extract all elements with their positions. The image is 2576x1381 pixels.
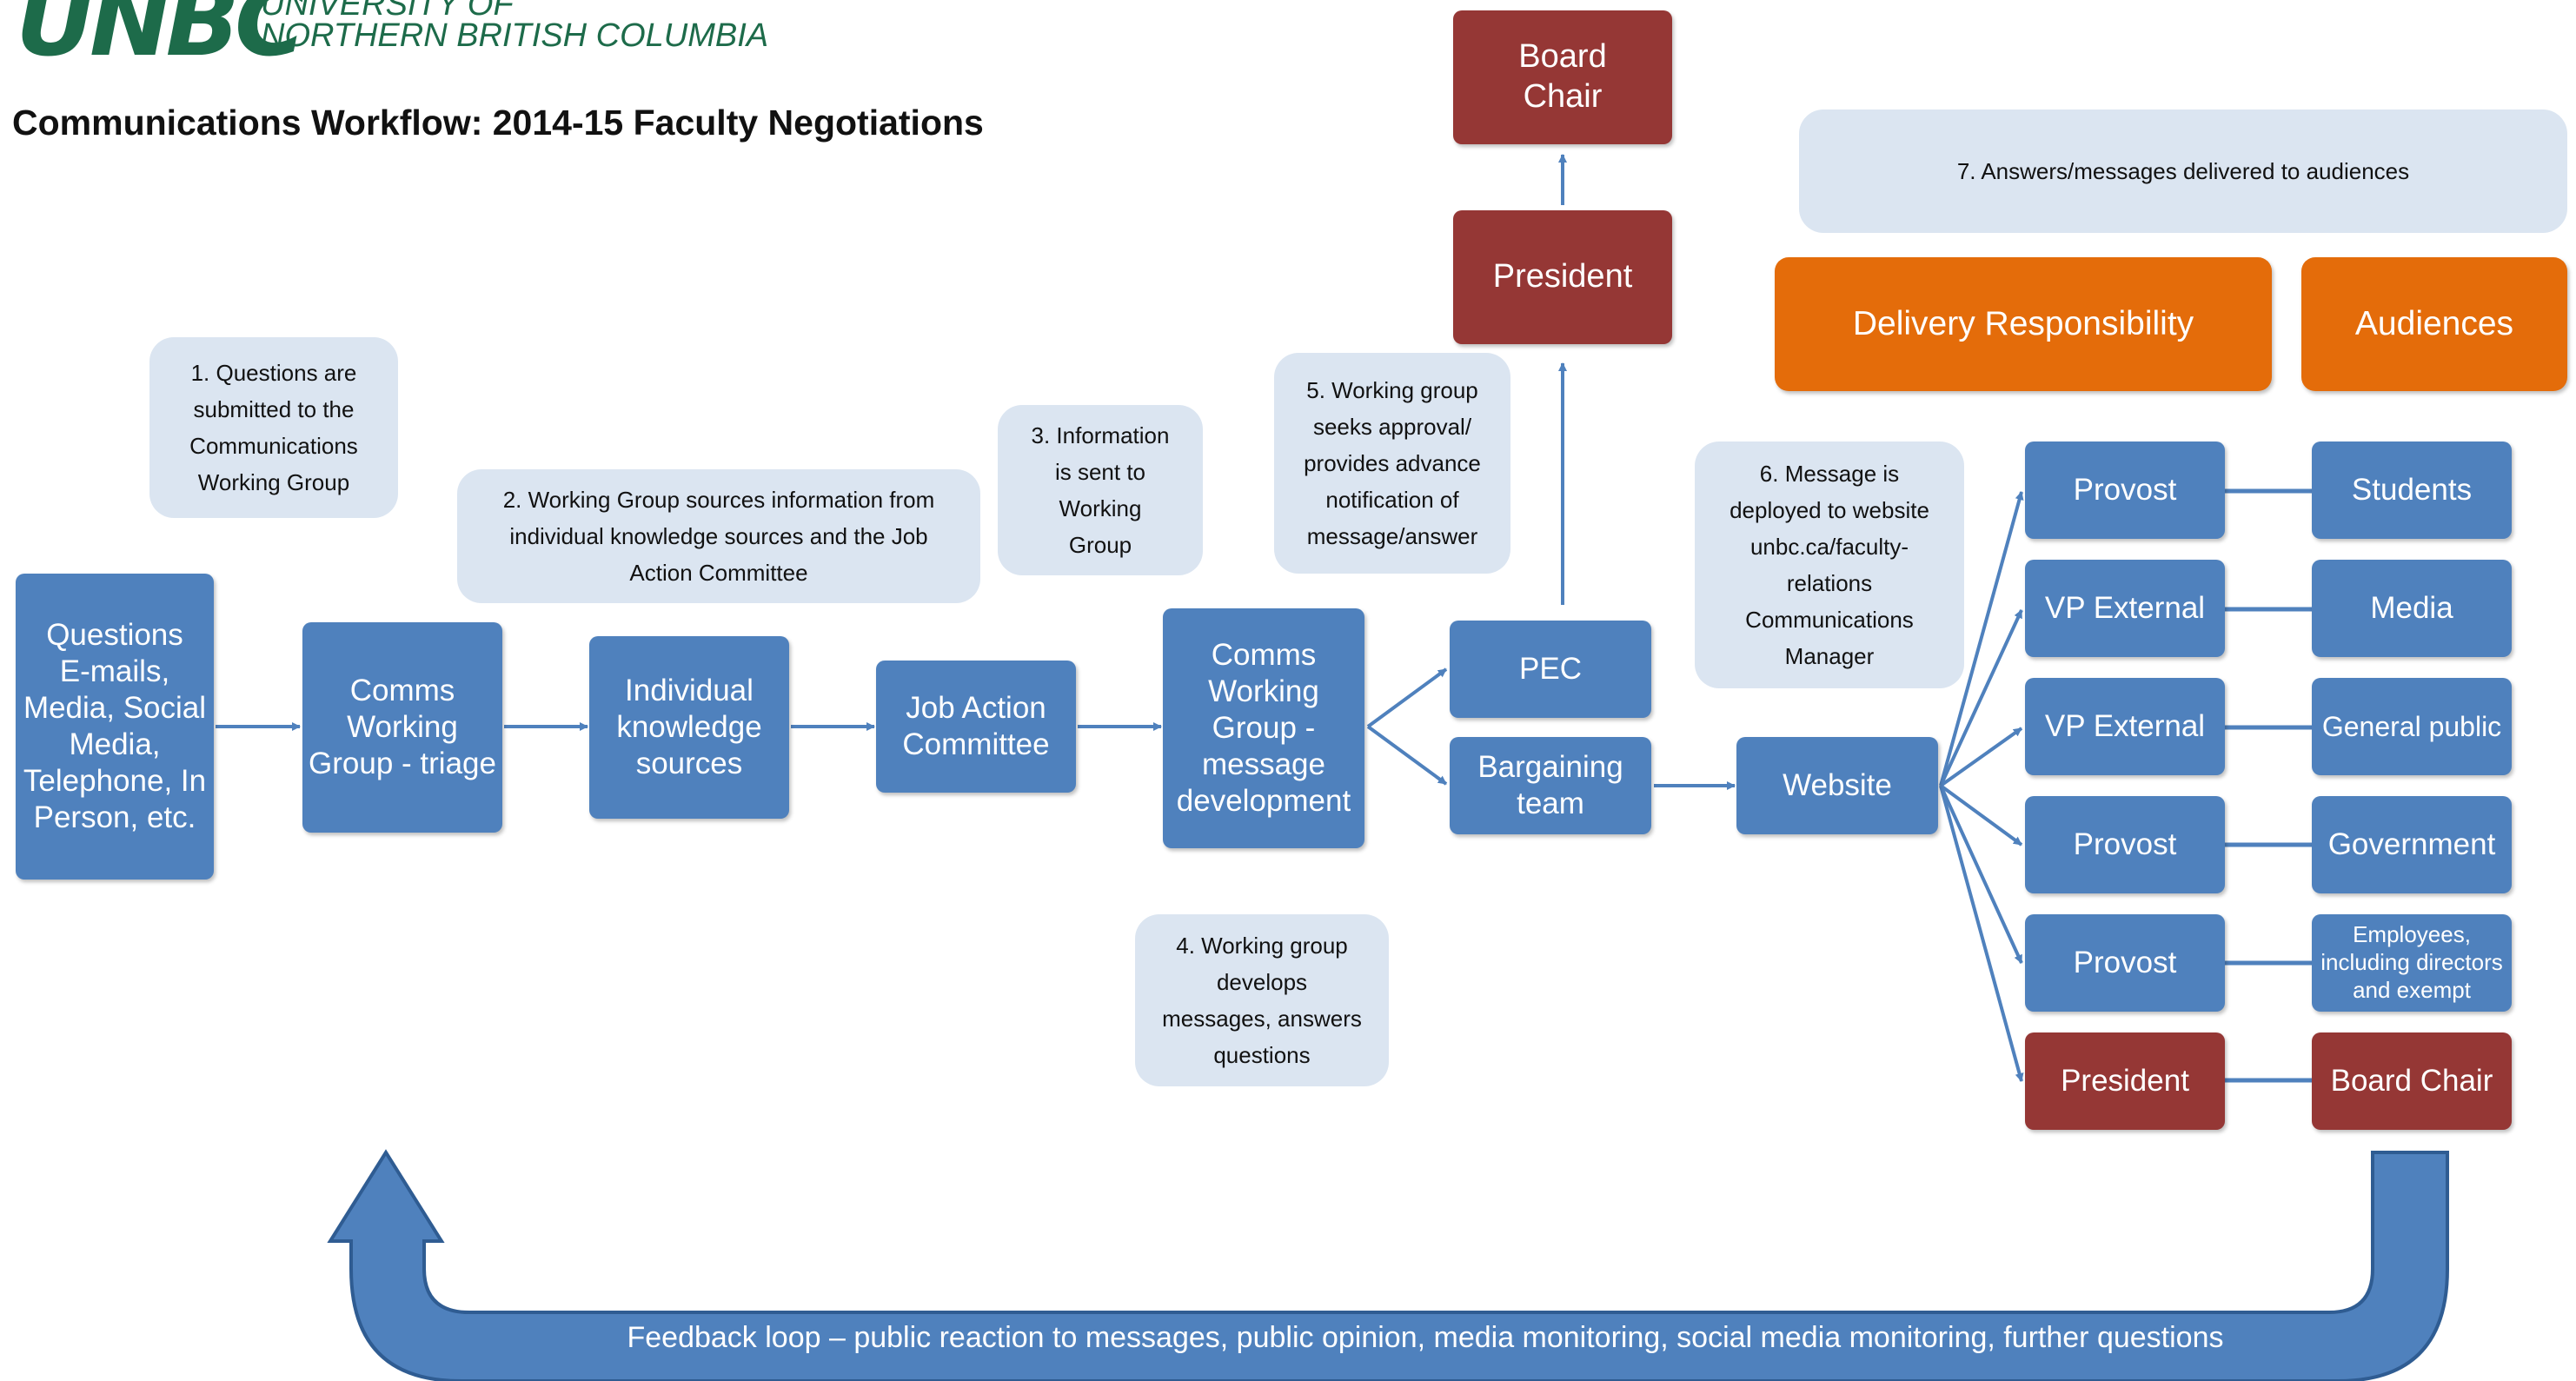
arrow-messagedev-to-bargaining bbox=[1366, 725, 1448, 786]
step-note-5: 5. Working group seeks approval/ provide… bbox=[1274, 353, 1510, 574]
president-top-box: President bbox=[1453, 210, 1672, 344]
website-box: Website bbox=[1736, 737, 1938, 834]
feedback-loop-arrow bbox=[327, 1149, 2449, 1381]
logo-text-line2: NORTHERN BRITISH COLUMBIA bbox=[261, 17, 769, 54]
arrow-website-to-row1 bbox=[1939, 491, 2024, 787]
delivery-responsibility-header: Delivery Responsibility bbox=[1775, 257, 2272, 391]
step-note-1: 1. Questions are submitted to the Commun… bbox=[149, 337, 398, 518]
logo-text-line1: UNIVERSITY OF bbox=[261, 0, 514, 23]
audiences-header: Audiences bbox=[2301, 257, 2567, 391]
step-note-2: 2. Working Group sources information fro… bbox=[457, 469, 980, 603]
feedback-loop-label: Feedback loop – public reaction to messa… bbox=[627, 1321, 2224, 1354]
job-action-committee-box: Job Action Committee bbox=[876, 661, 1076, 793]
bargaining-team-box: Bargaining team bbox=[1450, 737, 1651, 834]
questions-box: Questions E-mails, Media, Social Media, … bbox=[16, 574, 214, 880]
delivery-row-6-responsible: President bbox=[2025, 1032, 2225, 1130]
step-note-3: 3. Information is sent to Working Group bbox=[998, 405, 1203, 575]
step-note-4: 4. Working group develops messages, answ… bbox=[1135, 914, 1389, 1086]
arrow-website-to-row2 bbox=[1939, 609, 2023, 787]
triage-box: Comms Working Group - triage bbox=[302, 622, 502, 833]
delivery-row-3-responsible: VP External bbox=[2025, 678, 2225, 775]
delivery-row-3-audience: General public bbox=[2312, 678, 2512, 775]
delivery-row-6-audience: Board Chair bbox=[2312, 1032, 2512, 1130]
arrow-website-to-row3 bbox=[1939, 727, 2023, 787]
delivery-row-2-audience: Media bbox=[2312, 560, 2512, 657]
page-title: Communications Workflow: 2014-15 Faculty… bbox=[12, 103, 984, 143]
knowledge-sources-box: Individual knowledge sources bbox=[589, 636, 789, 819]
delivery-row-5-audience: Employees, including directors and exemp… bbox=[2312, 914, 2512, 1012]
delivery-row-4-audience: Government bbox=[2312, 796, 2512, 893]
delivery-row-1-responsible: Provost bbox=[2025, 442, 2225, 539]
delivery-row-1-audience: Students bbox=[2312, 442, 2512, 539]
board-chair-top-box: Board Chair bbox=[1453, 10, 1672, 144]
delivery-row-4-responsible: Provost bbox=[2025, 796, 2225, 893]
step-note-6: 6. Message is deployed to website unbc.c… bbox=[1695, 442, 1964, 688]
message-development-box: Comms Working Group - message developmen… bbox=[1163, 608, 1364, 848]
delivery-row-2-responsible: VP External bbox=[2025, 560, 2225, 657]
arrow-website-to-row4 bbox=[1939, 784, 2023, 847]
arrow-website-to-row5 bbox=[1939, 785, 2023, 964]
unbc-logo: UNBC bbox=[16, 0, 306, 78]
arrow-messagedev-to-pec bbox=[1366, 667, 1448, 728]
arrow-website-to-row6 bbox=[1939, 785, 2024, 1082]
step-note-7: 7. Answers/messages delivered to audienc… bbox=[1799, 110, 2567, 233]
delivery-row-5-responsible: Provost bbox=[2025, 914, 2225, 1012]
pec-box: PEC bbox=[1450, 621, 1651, 718]
